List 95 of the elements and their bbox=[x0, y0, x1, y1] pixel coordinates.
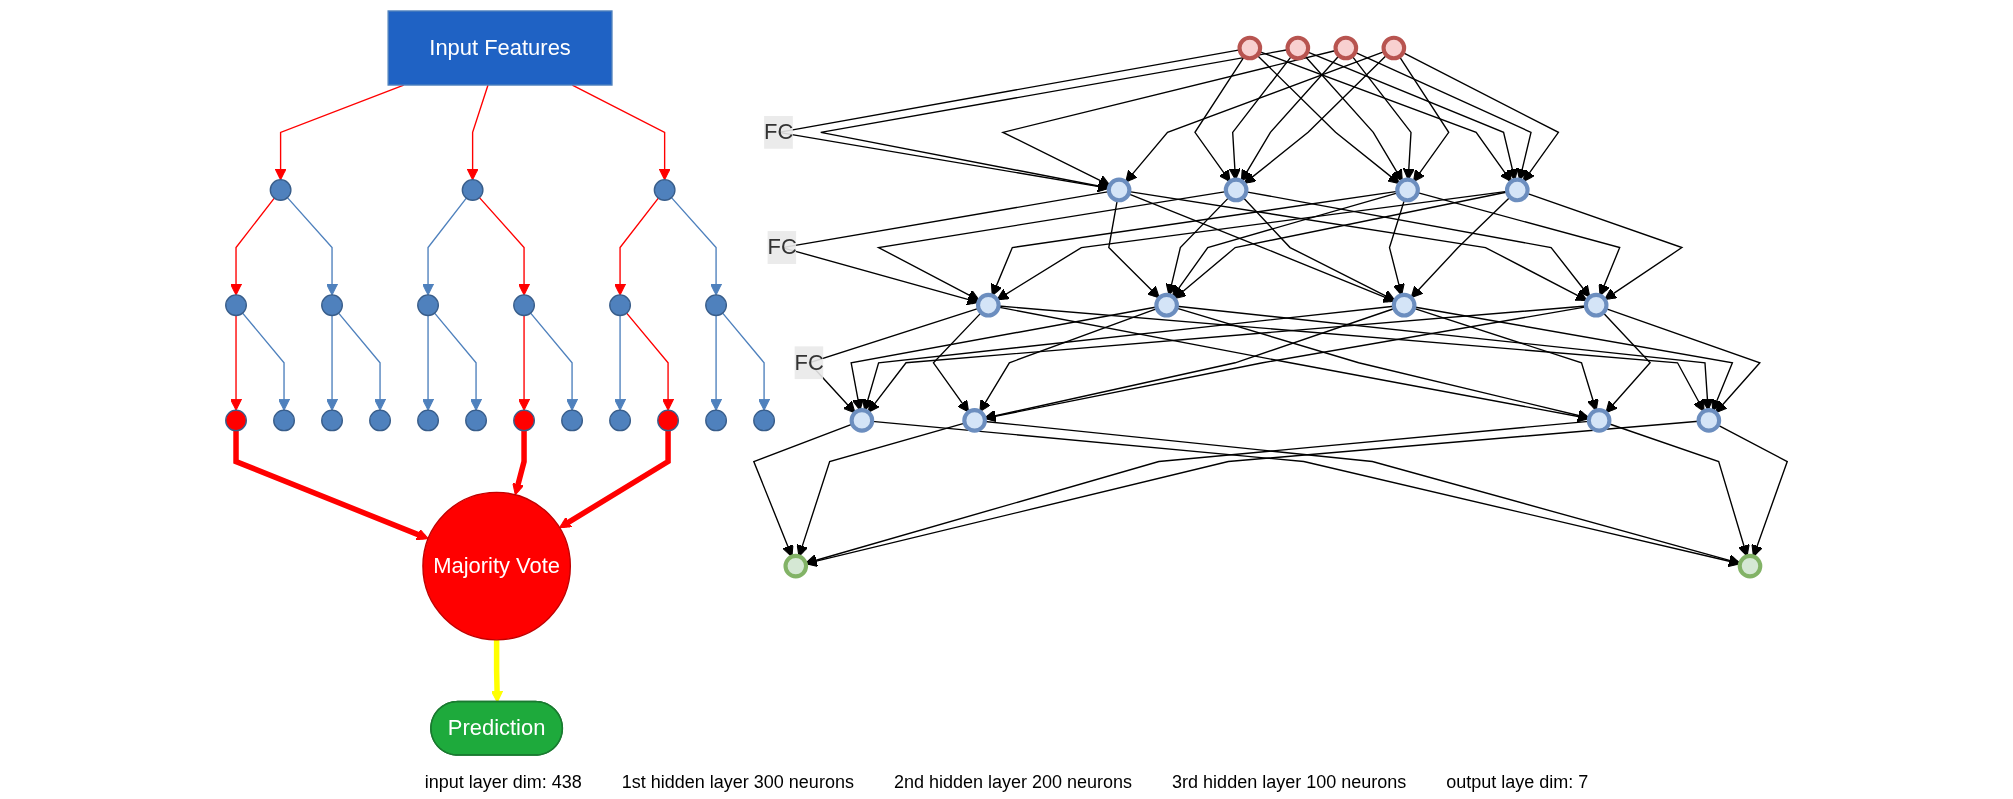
arrow bbox=[230, 314, 243, 411]
arrow bbox=[512, 430, 527, 496]
node-circle bbox=[513, 294, 536, 317]
node-circle bbox=[1381, 35, 1407, 61]
node-circle bbox=[609, 294, 632, 317]
node-circle bbox=[783, 553, 809, 579]
node-circle bbox=[1583, 292, 1609, 318]
arrow bbox=[670, 196, 723, 296]
node-circle bbox=[561, 409, 584, 432]
arrow bbox=[1402, 52, 1560, 183]
layer-caption: 3rd hidden layer 100 neurons bbox=[1172, 772, 1407, 793]
arrow bbox=[230, 197, 275, 296]
arrow bbox=[1306, 51, 1519, 181]
edge-label: FC bbox=[794, 350, 824, 374]
arrow bbox=[932, 311, 982, 413]
arrow bbox=[1125, 50, 1385, 183]
node-circle bbox=[269, 179, 292, 201]
arrow bbox=[491, 639, 504, 703]
arrow bbox=[862, 305, 1395, 412]
node-circle bbox=[461, 179, 484, 201]
node-circle bbox=[321, 409, 343, 432]
arrow bbox=[721, 312, 771, 411]
edge-label: FC bbox=[764, 120, 794, 144]
node-circle bbox=[1154, 292, 1179, 318]
arrow bbox=[286, 196, 339, 296]
node-circle bbox=[369, 409, 391, 432]
arrow bbox=[466, 84, 489, 181]
node-circle bbox=[705, 409, 728, 432]
arrow bbox=[1240, 55, 1340, 182]
layer-caption: output laye dim: 7 bbox=[1446, 772, 1589, 793]
arrow bbox=[1717, 424, 1789, 557]
arrow bbox=[1608, 423, 1750, 557]
node-circle bbox=[321, 294, 343, 317]
node-circle bbox=[609, 409, 632, 432]
node-circle bbox=[962, 408, 987, 433]
arrow bbox=[433, 312, 483, 411]
node-circle bbox=[1395, 177, 1420, 203]
arrow bbox=[1258, 50, 1512, 183]
arrow bbox=[1165, 196, 1230, 296]
arrow bbox=[625, 312, 675, 411]
arrow bbox=[337, 312, 387, 411]
arrow bbox=[422, 314, 435, 411]
node-circle bbox=[1737, 553, 1763, 579]
node-circle bbox=[1696, 408, 1722, 433]
edge-label: FC bbox=[767, 235, 797, 259]
node-circle bbox=[225, 409, 247, 432]
node-circle bbox=[653, 179, 676, 201]
arrow bbox=[1000, 49, 1337, 186]
arrow bbox=[1605, 307, 1761, 414]
layer-caption: 2nd hidden layer 200 neurons bbox=[893, 772, 1133, 793]
arrow bbox=[752, 423, 853, 558]
node-circle bbox=[465, 409, 488, 432]
arrow bbox=[422, 197, 467, 296]
node-circle bbox=[1223, 177, 1249, 203]
node-circle bbox=[513, 409, 536, 432]
arrow bbox=[1526, 192, 1684, 300]
arrow bbox=[1128, 190, 1588, 301]
layer-caption: input layer dim: 438 bbox=[424, 772, 582, 793]
arrow bbox=[559, 430, 671, 529]
node-circle bbox=[1237, 35, 1263, 61]
arrow bbox=[614, 314, 627, 411]
arrow bbox=[571, 84, 671, 181]
arrow bbox=[1243, 54, 1388, 185]
arrow bbox=[241, 312, 291, 411]
node-circle bbox=[417, 294, 439, 317]
arrow bbox=[614, 197, 660, 296]
arrow bbox=[1304, 55, 1403, 182]
node-circle: Majority Vote bbox=[422, 491, 571, 641]
node-circle bbox=[705, 294, 728, 317]
node-circle bbox=[273, 409, 295, 432]
layer-caption: 1st hidden layer 300 neurons bbox=[621, 772, 854, 793]
arrow bbox=[233, 430, 429, 541]
node-circle bbox=[1333, 35, 1359, 61]
node-circle bbox=[417, 409, 439, 432]
node-circle bbox=[753, 409, 776, 432]
arrow bbox=[867, 305, 1587, 413]
node-circle bbox=[1391, 292, 1417, 318]
node-circle bbox=[1106, 177, 1132, 203]
arrow bbox=[710, 314, 723, 411]
node-box: Input Features bbox=[387, 10, 613, 86]
arrow bbox=[1256, 54, 1401, 185]
node-circle bbox=[976, 292, 1001, 318]
arrow bbox=[529, 312, 579, 411]
node-circle bbox=[1504, 177, 1530, 203]
arrow bbox=[1602, 312, 1652, 414]
arrow bbox=[326, 314, 339, 411]
arrow bbox=[1242, 196, 1396, 302]
arrow bbox=[478, 196, 531, 296]
node-circle bbox=[657, 409, 680, 432]
arrow bbox=[518, 314, 531, 411]
node-circle bbox=[225, 294, 247, 317]
node-circle bbox=[1586, 408, 1612, 433]
arrow bbox=[1410, 196, 1511, 299]
node-circle bbox=[849, 408, 875, 433]
node-circle bbox=[1285, 35, 1311, 61]
